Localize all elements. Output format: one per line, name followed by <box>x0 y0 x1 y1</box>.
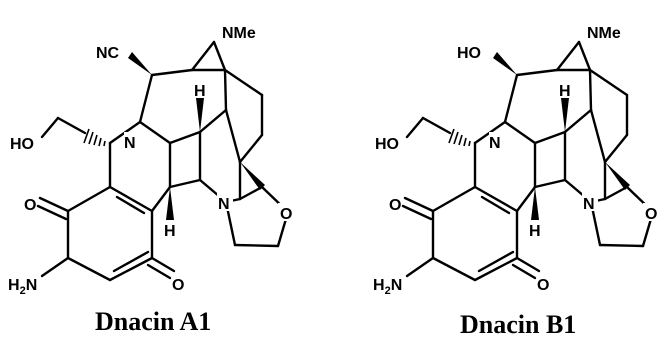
nitrile-label: NC <box>96 45 120 62</box>
o-ketone-bottom-label: O <box>537 277 549 294</box>
nme-label: NMe <box>587 25 621 42</box>
n-oxazolidine-label: N <box>583 196 595 213</box>
amine-label: H2N <box>8 277 37 297</box>
ho-label: HO <box>10 136 34 153</box>
n-ring-label: N <box>124 135 136 152</box>
o-ketone-left-label: O <box>24 197 36 214</box>
o-ketone-left-label: O <box>389 197 401 214</box>
n-oxazolidine-label: N <box>218 196 230 213</box>
h-bottom-label: H <box>164 223 176 240</box>
h-bottom-label: H <box>529 223 541 240</box>
molecule-dnacin-a1: NC NMe HO N H H N O O O H2N Dnacin A1 <box>8 25 296 336</box>
ho-label: HO <box>375 136 399 153</box>
o-oxazolidine-label: O <box>645 206 657 223</box>
h-top-label: H <box>559 83 571 100</box>
amine-label: H2N <box>373 277 402 297</box>
caption-dnacin-b1: Dnacin B1 <box>460 310 576 339</box>
nme-label: NMe <box>222 25 256 42</box>
molecule-dnacin-b1: HO NMe HO N H H N O O O H2N Dnacin B1 <box>373 25 661 339</box>
o-ketone-bottom-label: O <box>172 277 184 294</box>
caption-dnacin-a1: Dnacin A1 <box>95 307 211 336</box>
h-top-label: H <box>194 83 206 100</box>
o-oxazolidine-label: O <box>280 206 292 223</box>
hydroxy-label: HO <box>457 45 481 62</box>
n-ring-label: N <box>489 135 501 152</box>
